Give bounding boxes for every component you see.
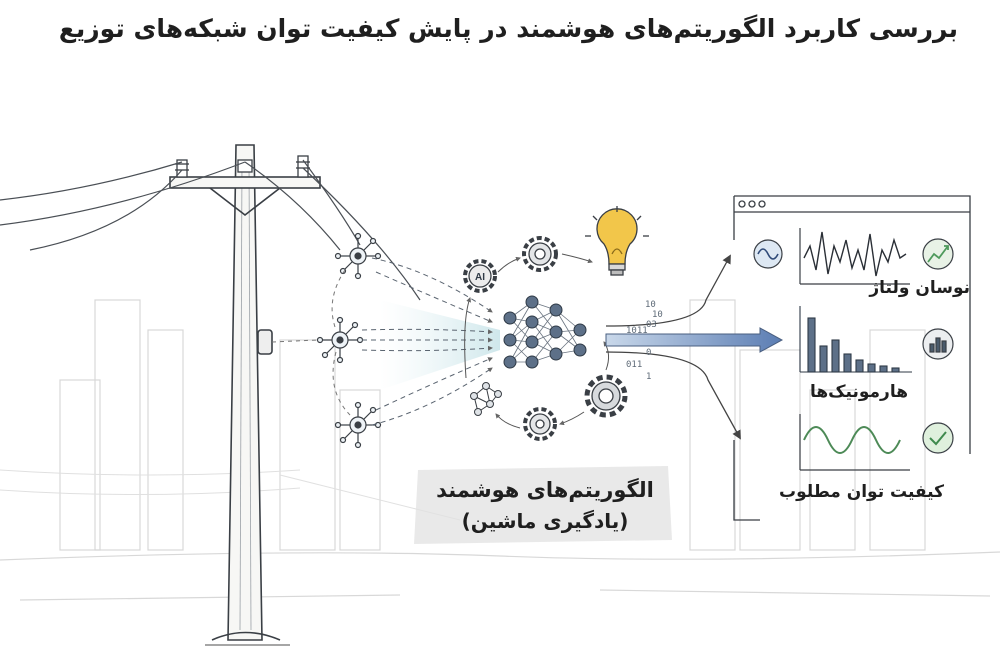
- harmonics-bar-chart: [799, 306, 912, 373]
- binary-digit: 10: [652, 310, 663, 320]
- check-icon: [922, 422, 954, 454]
- sensor-node-middle: [316, 316, 364, 364]
- ai-gear-icon: [463, 259, 497, 293]
- data-flow-glow: [380, 300, 500, 390]
- trend-up-icon: [922, 238, 954, 270]
- label-shading: [414, 466, 672, 544]
- pole-sensor-links: [271, 269, 351, 416]
- sensor-node-bottom: [334, 401, 382, 449]
- power-lines: [0, 159, 421, 301]
- output-label-quality: کیفیت توان مطلوب: [779, 482, 944, 502]
- data-flow-arrows: [361, 257, 493, 426]
- neural-network-icon: [503, 295, 587, 369]
- cycle-arrows: [464, 253, 610, 429]
- binary-digit: 03: [646, 320, 657, 330]
- monitor-window: [733, 195, 971, 521]
- output-label-harmonics: هارمونیک‌ها: [809, 382, 908, 402]
- center-label-title: الگوریتم‌های هوشمند: [436, 478, 654, 502]
- output-branch-arrows: [605, 254, 741, 440]
- cluster-network-icon: [470, 382, 502, 416]
- binary-digit: 0: [646, 348, 652, 358]
- center-label: الگوریتم‌های هوشمند (یادگیری ماشین): [420, 474, 670, 544]
- insulators: [175, 155, 310, 178]
- main-output-arrow: [605, 327, 784, 353]
- page-title: بررسی کاربرد الگوریتم‌های هوشمند در پایش…: [58, 14, 958, 43]
- bar-chart-icon: [922, 328, 954, 360]
- gear-large-icon: [584, 374, 628, 418]
- gear-icon: [522, 236, 558, 272]
- clean-sine-chart: [799, 414, 910, 471]
- lightbulb-icon: [585, 206, 649, 276]
- sensor-node-top: [334, 232, 382, 280]
- sine-wave-icon: [753, 239, 783, 269]
- gear-small-icon: [523, 407, 557, 441]
- center-label-subtitle: (یادگیری ماشین): [461, 509, 629, 533]
- binary-digit: 011: [626, 360, 643, 370]
- utility-pole: [169, 144, 321, 646]
- ai-badge-text: AI: [475, 272, 485, 283]
- binary-digit: 1011: [626, 326, 648, 336]
- voltage-oscillation-chart: [799, 228, 910, 285]
- binary-digit: 10: [645, 300, 656, 310]
- binary-digit: 1: [646, 372, 652, 382]
- output-label-voltage: نوسان ولتاژ: [869, 278, 970, 298]
